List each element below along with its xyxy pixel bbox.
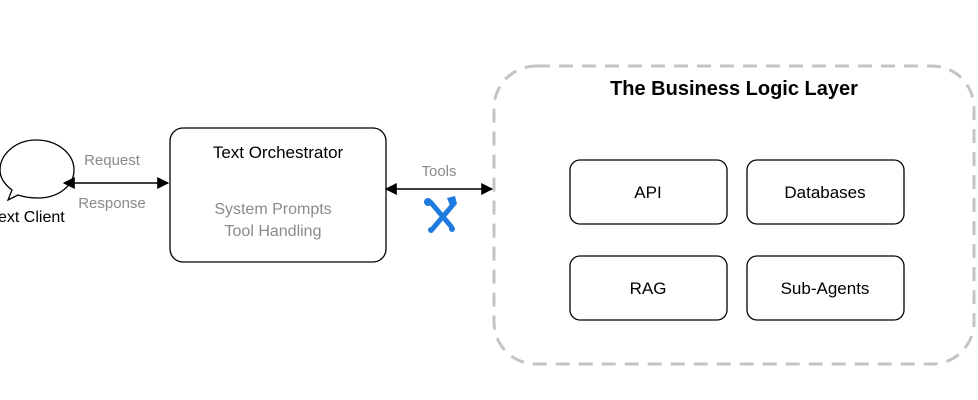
business-layer-container bbox=[492, 64, 976, 366]
sub-agents-box bbox=[746, 255, 905, 321]
speech-bubble-icon bbox=[0, 139, 75, 202]
tools-label: Tools bbox=[421, 163, 456, 180]
business-layer-title: The Business Logic Layer bbox=[610, 78, 858, 100]
databases-label: Databases bbox=[784, 183, 865, 202]
orchestrator-box bbox=[169, 127, 387, 263]
rag-box bbox=[569, 255, 728, 321]
orchestrator-line-tool-handling: Tool Handling bbox=[225, 223, 322, 240]
client-label: ext Client bbox=[0, 209, 65, 226]
orchestrator-line-system-prompts: System Prompts bbox=[214, 201, 331, 218]
tools-icon bbox=[424, 196, 457, 233]
databases-box bbox=[746, 159, 905, 225]
response-label: Response bbox=[78, 195, 146, 212]
sub-agents-label: Sub-Agents bbox=[781, 279, 870, 298]
rag-label: RAG bbox=[630, 279, 667, 298]
api-box bbox=[569, 159, 728, 225]
request-label: Request bbox=[84, 152, 141, 169]
api-label: API bbox=[634, 183, 661, 202]
orchestrator-title: Text Orchestrator bbox=[213, 143, 344, 162]
